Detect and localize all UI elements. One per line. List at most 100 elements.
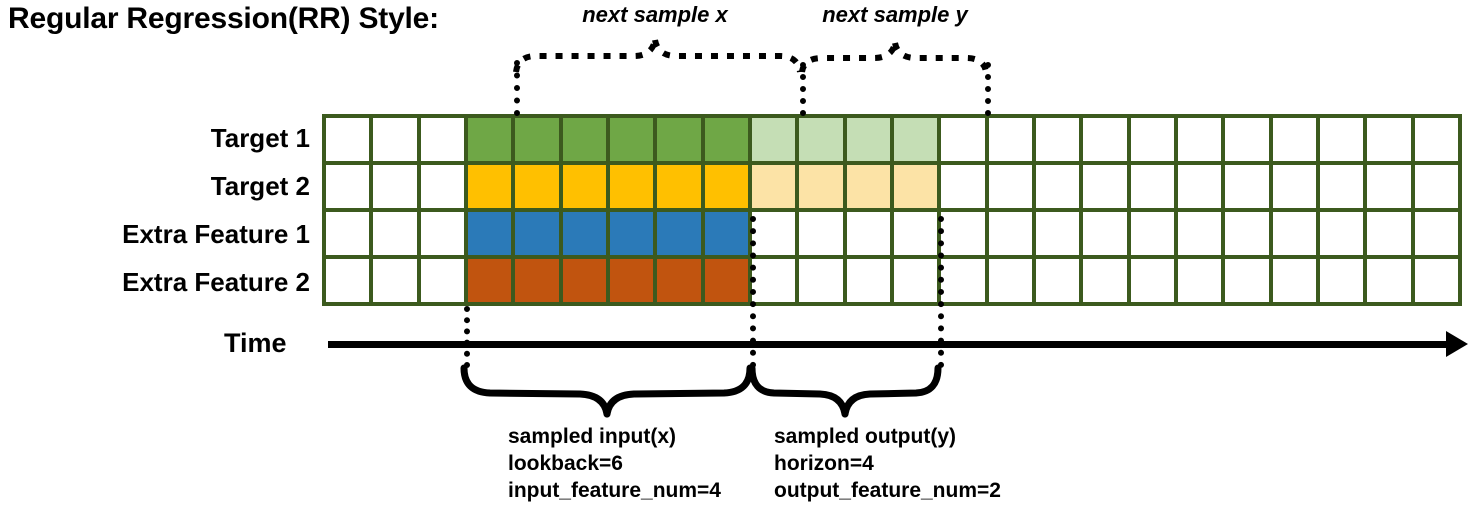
grid-cell-target-1-t2 (373, 118, 417, 161)
grid-cell-target-1-t12 (846, 118, 890, 161)
guide-line-bottom-input-start (464, 306, 470, 368)
grid-cell-target-2-t11 (799, 165, 843, 208)
grid-cell-target-1-t10 (751, 118, 796, 161)
grid-cell-target-2-t21 (1272, 165, 1316, 208)
grid-cell-extra-feature-2-t3 (420, 259, 464, 302)
grid-cell-target-2-t1 (326, 165, 370, 208)
brace-sampled-output-left (748, 364, 849, 418)
guide-line-top-input-end (800, 62, 806, 116)
grid-cell-target-1-t9 (704, 118, 748, 161)
grid-cell-target-2-t20 (1225, 165, 1269, 208)
grid-cell-extra-feature-2-t5 (515, 259, 559, 302)
grid-cell-extra-feature-2-t2 (373, 259, 417, 302)
guide-line-top-input-start (514, 60, 520, 116)
grid-cell-extra-feature-2-t19 (1177, 259, 1222, 302)
grid-cell-extra-feature-2-t17 (1083, 259, 1127, 302)
grid-cell-target-2-t3 (420, 165, 464, 208)
grid-cell-target-2-t7 (609, 165, 654, 208)
grid-cell-target-2-t22 (1319, 165, 1364, 208)
grid-cell-target-2-t24 (1414, 165, 1458, 208)
guide-line-top-output-end (985, 62, 991, 116)
grid-cell-target-2-t9 (704, 165, 748, 208)
grid-cell-extra-feature-2-t23 (1367, 259, 1411, 302)
grid-cell-extra-feature-1-t9 (704, 212, 748, 255)
grid-cell-target-1-t17 (1083, 118, 1127, 161)
grid-cell-extra-feature-1-t13 (893, 212, 938, 255)
grid-cell-extra-feature-2-t4 (467, 259, 512, 302)
caption-sampled-output-line-1: sampled output(y) (774, 425, 956, 448)
grid-cell-target-1-t23 (1367, 118, 1411, 161)
caption-sampled-input-line-2: lookback=6 (508, 452, 623, 475)
grid-cell-target-1-t18 (1130, 118, 1174, 161)
grid-cell-target-1-t24 (1414, 118, 1458, 161)
grid-cell-extra-feature-2-t9 (704, 259, 748, 302)
grid-cell-target-1-t4 (467, 118, 512, 161)
brace-sampled-input-left (460, 364, 611, 418)
caption-sampled-input-line-1: sampled input(x) (508, 425, 677, 448)
grid-cell-target-1-t15 (988, 118, 1032, 161)
grid-cell-extra-feature-1-t18 (1130, 212, 1174, 255)
grid-cell-target-1-t5 (515, 118, 559, 161)
grid-cell-extra-feature-2-t1 (326, 259, 370, 302)
grid-cell-target-1-t13 (893, 118, 938, 161)
grid-cell-extra-feature-1-t22 (1319, 212, 1364, 255)
arrow-right-icon (1446, 331, 1468, 357)
guide-line-bottom-input-end (750, 216, 756, 368)
grid-cell-extra-feature-1-t19 (1177, 212, 1222, 255)
grid-cell-extra-feature-2-t8 (657, 259, 701, 302)
grid-cell-target-1-t14 (941, 118, 985, 161)
grid-cell-target-2-t23 (1367, 165, 1411, 208)
grid-cell-target-2-t17 (1083, 165, 1127, 208)
time-axis-line (328, 341, 1454, 348)
row-label-target-2: Target 2 (210, 171, 310, 201)
grid-cell-extra-feature-1-t1 (326, 212, 370, 255)
grid-cell-extra-feature-1-t15 (988, 212, 1032, 255)
timeline-grid (322, 114, 1462, 306)
grid-cell-target-1-t1 (326, 118, 370, 161)
caption-sampled-input: sampled input(x) lookback=6 input_featur… (508, 423, 721, 504)
brace-next-sample-x-right (652, 39, 803, 73)
grid-cell-target-2-t14 (941, 165, 985, 208)
row-label-extra-feature-2: Extra Feature 2 (122, 267, 310, 297)
grid-cell-extra-feature-2-t21 (1272, 259, 1316, 302)
grid-cell-target-2-t8 (657, 165, 701, 208)
caption-next-sample-x: next sample x (582, 2, 728, 27)
brace-next-sample-y-right (892, 42, 989, 73)
grid-cell-target-2-t2 (373, 165, 417, 208)
page-title: Regular Regression(RR) Style: (8, 2, 439, 35)
grid-cell-extra-feature-1-t12 (846, 212, 890, 255)
grid-cell-target-2-t4 (467, 165, 512, 208)
grid-cell-extra-feature-1-t5 (515, 212, 559, 255)
grid-cell-target-1-t22 (1319, 118, 1364, 161)
row-label-target-1: Target 1 (210, 123, 310, 153)
grid-cell-target-1-t16 (1035, 118, 1080, 161)
guide-line-bottom-output-end (938, 216, 944, 368)
grid-cell-extra-feature-2-t24 (1414, 259, 1458, 302)
grid-cell-extra-feature-1-t3 (420, 212, 464, 255)
grid-cell-target-2-t19 (1177, 165, 1222, 208)
grid-cell-extra-feature-1-t2 (373, 212, 417, 255)
grid-cell-extra-feature-2-t18 (1130, 259, 1174, 302)
grid-cell-target-2-t12 (846, 165, 890, 208)
caption-sampled-output: sampled output(y) horizon=4 output_featu… (774, 423, 1001, 504)
grid-cell-extra-feature-1-t21 (1272, 212, 1316, 255)
grid-cell-extra-feature-1-t4 (467, 212, 512, 255)
grid-cell-target-2-t6 (562, 165, 606, 208)
grid-cell-extra-feature-2-t11 (799, 259, 843, 302)
grid-cell-extra-feature-1-t10 (751, 212, 796, 255)
grid-cell-extra-feature-2-t6 (562, 259, 606, 302)
grid-cell-target-1-t21 (1272, 118, 1316, 161)
grid-cell-extra-feature-1-t14 (941, 212, 985, 255)
grid-cell-target-1-t11 (799, 118, 843, 161)
grid-cell-extra-feature-1-t8 (657, 212, 701, 255)
grid-cell-extra-feature-2-t14 (941, 259, 985, 302)
grid-cell-extra-feature-2-t16 (1035, 259, 1080, 302)
brace-next-sample-x-left (513, 39, 658, 73)
grid-cell-extra-feature-2-t13 (893, 259, 938, 302)
grid-cell-extra-feature-2-t10 (751, 259, 796, 302)
grid-cell-target-2-t10 (751, 165, 796, 208)
grid-cell-target-2-t5 (515, 165, 559, 208)
grid-cell-extra-feature-2-t15 (988, 259, 1032, 302)
grid-cell-target-2-t13 (893, 165, 938, 208)
caption-sampled-input-line-3: input_feature_num=4 (508, 479, 721, 502)
